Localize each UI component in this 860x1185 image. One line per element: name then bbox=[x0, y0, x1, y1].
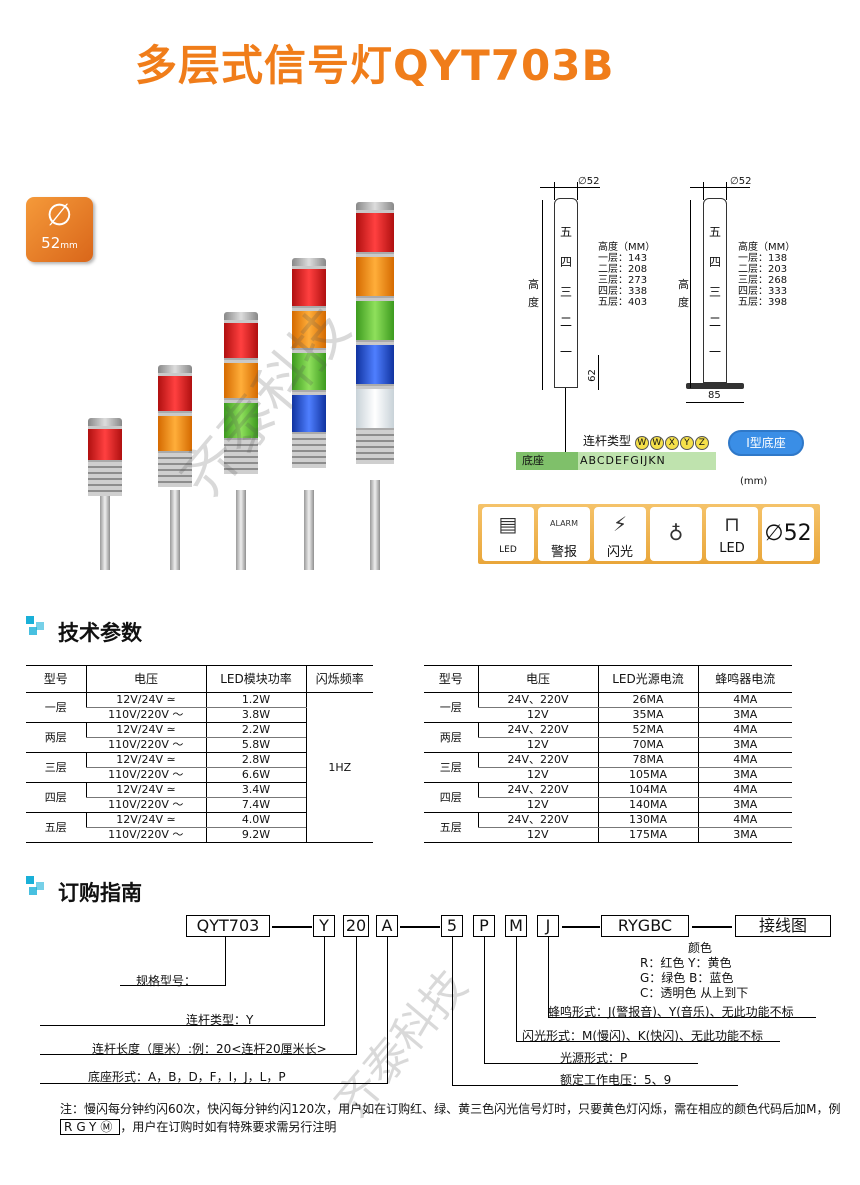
heights-list-right: 高度（MM） 一层：138 二层：203 三层：268 四层：333 五层：39… bbox=[738, 242, 796, 308]
label-base: 底座形式：A，B，D，F，I，J，L，P bbox=[88, 1070, 286, 1084]
label-rod-length: 连杆长度（厘米）:例：20<连杆20厘米长> bbox=[92, 1042, 327, 1056]
section-icon bbox=[26, 616, 46, 636]
lamp-2-layer bbox=[158, 365, 192, 487]
page-title: 多层式信号灯QYT703B bbox=[135, 41, 615, 90]
diameter-label: ∅52 bbox=[578, 176, 600, 187]
diameter-icon: ∅52 bbox=[762, 507, 814, 561]
bulb-icon: ♁ bbox=[650, 507, 702, 561]
label-flash: 闪光形式：M(慢闪)、K(快闪)、无此功能不标 bbox=[522, 1029, 763, 1043]
label-buzzer: 蜂鸣形式：J(警报音)、Y(音乐)、无此功能不标 bbox=[548, 1005, 794, 1019]
heights-list: 高度（MM） 一层：143 二层：208 三层：273 四层：338 五层：40… bbox=[598, 242, 656, 308]
lamp-5-layer bbox=[356, 202, 394, 464]
order-code-flash: M bbox=[505, 915, 527, 937]
lamp-4-layer bbox=[292, 258, 326, 468]
order-code-colors: RYGBC bbox=[601, 915, 689, 937]
order-note: 注：慢闪每分钟约闪60次，快闪每分钟约闪120次，用户如在订购红、绿、黄三色闪光… bbox=[60, 1102, 841, 1135]
tech-heading: 技术参数 bbox=[58, 621, 142, 645]
order-code-model: QYT703 bbox=[186, 915, 270, 937]
base-codes: ABCDEFGIJKN bbox=[578, 452, 716, 470]
label-voltage: 额定工作电压：5、9 bbox=[560, 1073, 672, 1087]
label-rod-type: 连杆类型：Y bbox=[186, 1013, 254, 1027]
i-base-label: I型底座 bbox=[728, 430, 804, 456]
lamp-3-layer bbox=[224, 312, 258, 474]
badge-unit: mm bbox=[60, 241, 78, 251]
color-legend: 颜色 R：红色 Y：黄色 G：绿色 B：蓝色 C：透明色 从上到下 bbox=[640, 941, 749, 1000]
order-code-base: A bbox=[376, 915, 398, 937]
order-heading: 订购指南 bbox=[58, 881, 142, 905]
order-code-buzzer: J bbox=[537, 915, 559, 937]
led-stack-icon: ▤LED bbox=[482, 507, 534, 561]
led-icon: ⊓LED bbox=[706, 507, 758, 561]
diameter-badge: ∅ 52mm bbox=[26, 197, 93, 262]
label-spec: 规格型号： bbox=[136, 974, 197, 988]
diameter-icon: ∅ bbox=[46, 198, 73, 233]
lamp-1-layer bbox=[88, 418, 122, 496]
order-code-rod-length: 20 bbox=[343, 915, 369, 937]
label-light: 光源形式：P bbox=[560, 1051, 628, 1065]
lightning-icon: ⚡闪光 bbox=[594, 507, 646, 561]
order-code-light: P bbox=[473, 915, 495, 937]
order-code-rod-type: Y bbox=[313, 915, 335, 937]
order-code-wiring: 接线图 bbox=[735, 915, 831, 937]
badge-value: 52 bbox=[41, 234, 61, 252]
section-icon-2 bbox=[26, 876, 46, 896]
order-code-voltage: 5 bbox=[441, 915, 463, 937]
